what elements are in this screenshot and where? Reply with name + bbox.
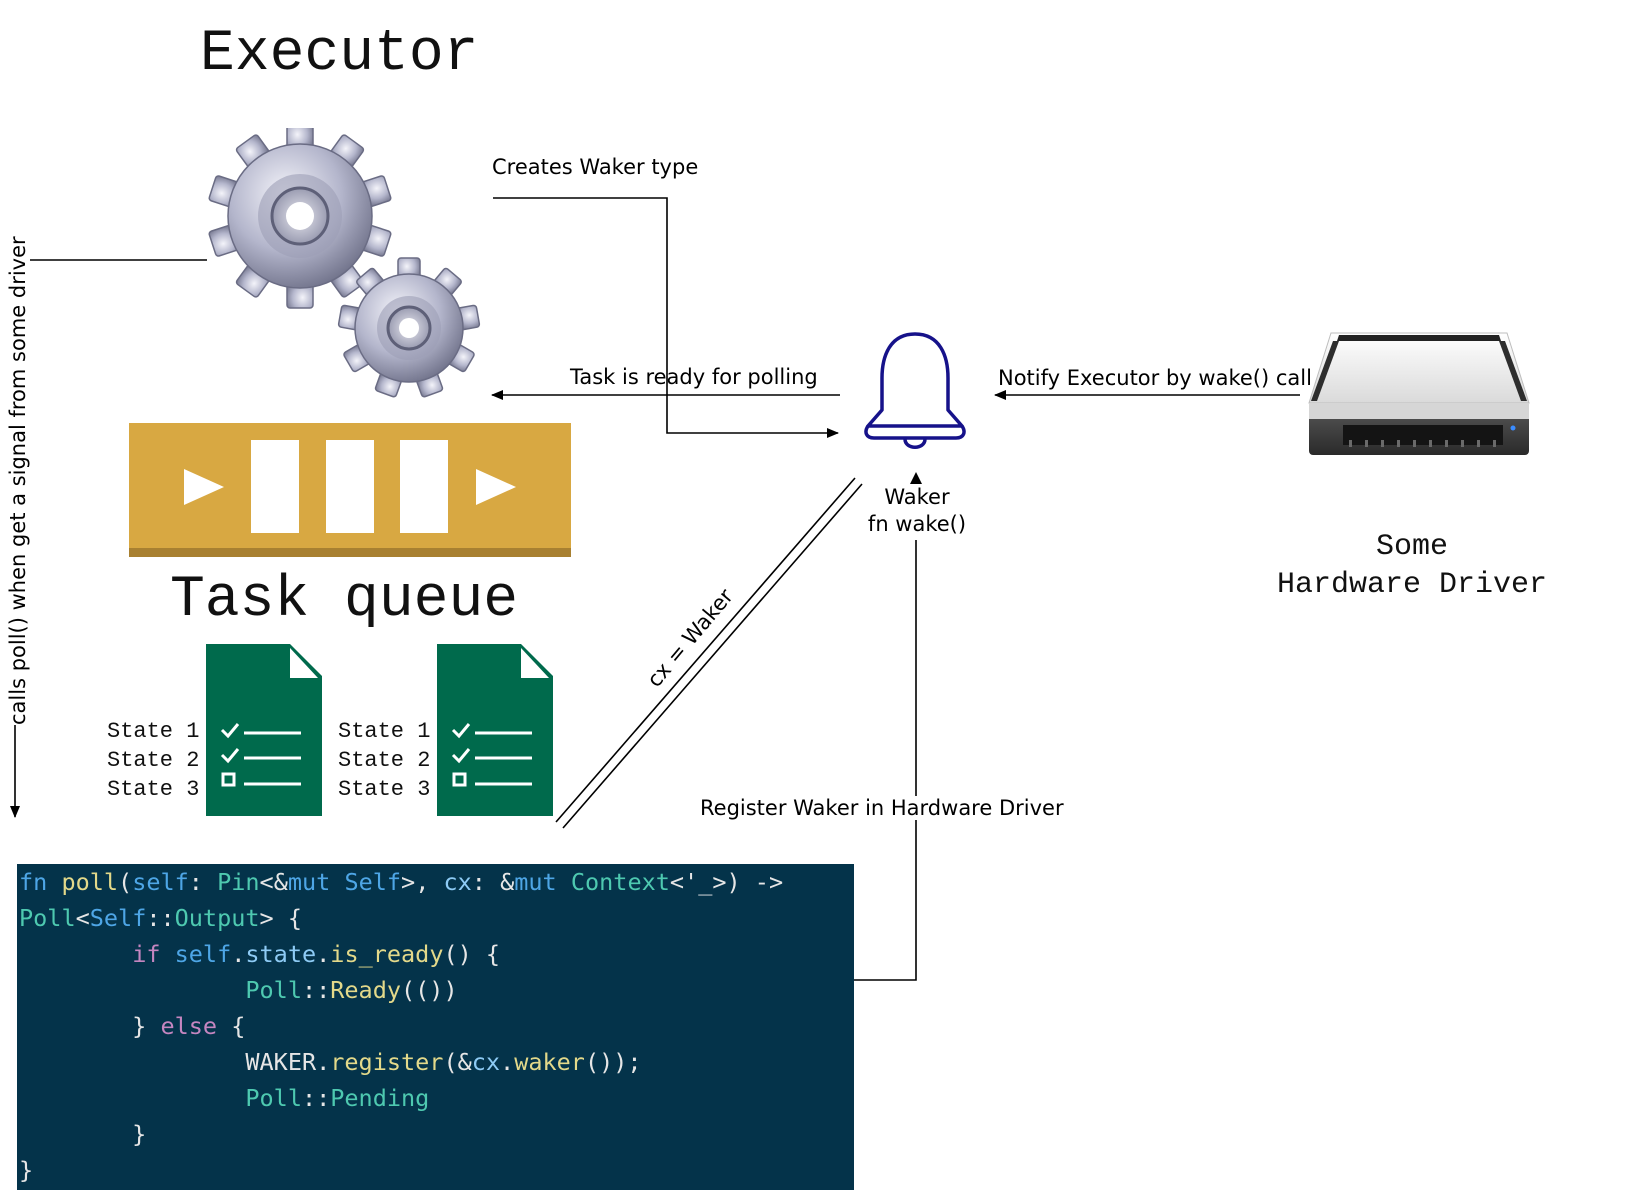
hard-drive-icon bbox=[1308, 332, 1530, 455]
code-line: } bbox=[19, 1120, 147, 1148]
state-label: State 2 bbox=[107, 748, 200, 773]
waker-label-line1: Waker bbox=[884, 485, 950, 509]
hardware-driver-label: Some Hardware Driver bbox=[1262, 530, 1562, 602]
code-line: fn poll(self: Pin<&mut Self>, cx: &mut C… bbox=[19, 868, 784, 896]
code-text: fn poll(self: Pin<&mut Self>, cx: &mut C… bbox=[17, 864, 854, 1188]
cx-waker-connector bbox=[562, 483, 863, 829]
state-label: State 3 bbox=[338, 777, 431, 802]
hardware-label-line1: Some bbox=[1375, 530, 1448, 564]
code-line: } bbox=[19, 1156, 34, 1184]
state-label: State 1 bbox=[338, 719, 431, 744]
cx-waker-connector bbox=[555, 477, 856, 823]
calls-poll-label: calls poll() when get a signal from some… bbox=[6, 236, 30, 725]
state-label: State 1 bbox=[107, 719, 200, 744]
executor-title: Executor bbox=[200, 22, 479, 87]
task-ready-label: Task is ready for polling bbox=[570, 365, 818, 389]
code-line: Poll::Ready(()) bbox=[245, 976, 458, 1004]
state-label: State 3 bbox=[107, 777, 200, 802]
waker-label: Waker fn wake() bbox=[867, 484, 967, 538]
task-doc-2-states: State 1 State 2 State 3 bbox=[338, 717, 430, 804]
calls-poll-connector bbox=[10, 259, 207, 818]
register-waker-arrowhead bbox=[910, 472, 922, 484]
hardware-label-line2: Hardware Driver bbox=[1276, 568, 1548, 602]
state-label: State 2 bbox=[338, 748, 431, 773]
creates-waker-label: Creates Waker type bbox=[492, 155, 699, 179]
gears-icon bbox=[208, 128, 481, 398]
code-line: if self.state.is_ready() { bbox=[132, 940, 501, 968]
code-line: WAKER.register(&cx.waker()); bbox=[19, 1048, 642, 1076]
code-block: fn poll(self: Pin<&mut Self>, cx: &mut C… bbox=[17, 864, 854, 1190]
waker-label-line2: fn wake() bbox=[867, 512, 967, 536]
register-waker-label: Register Waker in Hardware Driver bbox=[698, 796, 1066, 820]
queue-icon bbox=[129, 423, 571, 557]
creates-waker-connector bbox=[493, 197, 839, 438]
code-line: } else { bbox=[19, 1012, 246, 1040]
notify-executor-label: Notify Executor by wake() call bbox=[998, 366, 1312, 390]
code-line: Poll::Pending bbox=[245, 1084, 430, 1112]
bell-icon bbox=[864, 332, 966, 449]
task-queue-title: Task queue bbox=[170, 568, 519, 633]
document-icon bbox=[206, 644, 322, 816]
task-doc-1-states: State 1 State 2 State 3 bbox=[107, 717, 199, 804]
code-line: Poll<Self::Output> { bbox=[19, 904, 302, 932]
document-icon bbox=[437, 644, 553, 816]
